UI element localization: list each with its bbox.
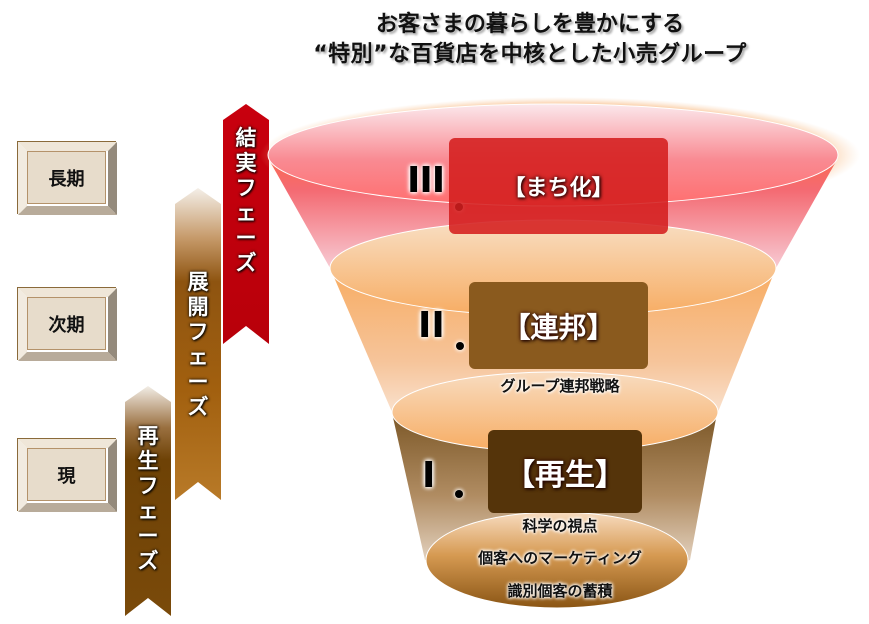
stage-label: 【まち化】 bbox=[503, 176, 614, 201]
ribbon-arrow-icon bbox=[223, 104, 269, 344]
stage-box-saisei: 【再生】 bbox=[488, 430, 642, 513]
term-box-long: 長期 bbox=[17, 141, 117, 215]
ribbon-arrow-icon bbox=[125, 386, 171, 616]
ribbon-arrow-icon bbox=[175, 188, 221, 500]
term-box-current: 現 bbox=[17, 438, 117, 512]
stage-box-machika: 【まち化】 bbox=[449, 138, 668, 234]
phase-label: 展開フェーズ bbox=[187, 270, 209, 419]
phase-ribbon-revival: 再生フェーズ bbox=[125, 386, 171, 616]
stage-detail: 科学の視点 bbox=[522, 517, 598, 535]
stage-detail: 識別個客の蓄積 bbox=[507, 582, 613, 600]
diagram-title: お客さまの暮らしを豊かにする “特別”な百貨店を中核とした小売グループ bbox=[230, 10, 830, 70]
phase-ribbon-expansion: 展開フェーズ bbox=[175, 188, 221, 500]
stage-box-renpo: 【連邦】 bbox=[469, 282, 648, 369]
bevel-frame-icon bbox=[18, 288, 117, 361]
stage-numeral: III bbox=[407, 160, 445, 201]
term-label: 次期 bbox=[27, 297, 106, 350]
phase-ribbon-fruition: 結実フェーズ bbox=[223, 104, 269, 344]
stage-label: 【連邦】 bbox=[502, 310, 615, 344]
term-label: 長期 bbox=[27, 151, 106, 204]
term-box-next: 次期 bbox=[17, 287, 117, 361]
numeral-dot-icon bbox=[455, 490, 463, 498]
title-line-2: “特別”な百貨店を中核とした小売グループ bbox=[313, 42, 747, 67]
title-line-1: お客さまの暮らしを豊かにする bbox=[375, 12, 685, 37]
phase-label: 再生フェーズ bbox=[137, 424, 159, 573]
stage-detail: グループ連邦戦略 bbox=[500, 377, 620, 395]
phase-label: 結実フェーズ bbox=[235, 126, 257, 275]
bevel-frame-icon bbox=[18, 142, 117, 215]
stage-detail: 個客へのマーケティング bbox=[478, 549, 642, 567]
stage-numeral: II bbox=[418, 305, 445, 346]
stage-label: 【再生】 bbox=[505, 457, 625, 493]
stage-numeral: I bbox=[422, 455, 436, 496]
term-label: 現 bbox=[27, 448, 106, 501]
bevel-frame-icon bbox=[18, 439, 117, 512]
numeral-dot-icon bbox=[456, 342, 464, 350]
